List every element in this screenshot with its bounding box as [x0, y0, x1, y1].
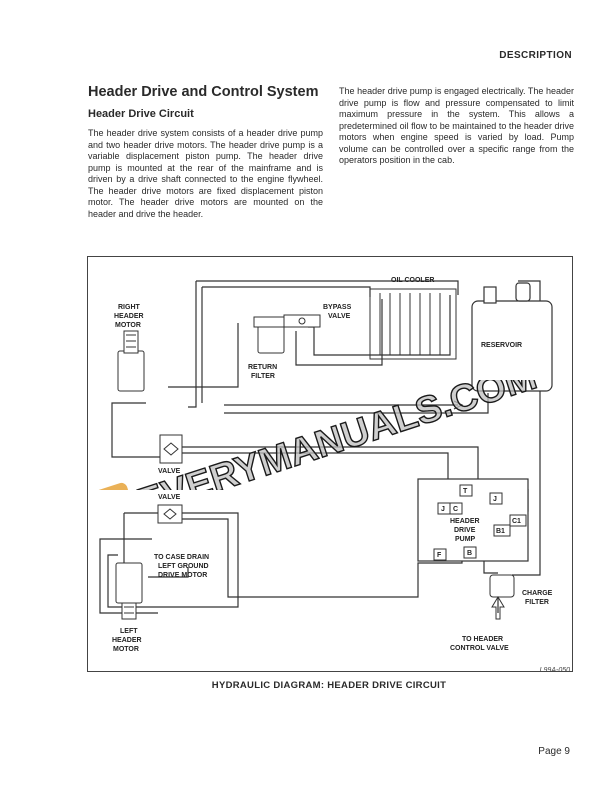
- pump-ports: [433, 484, 527, 561]
- hose-filter-cooler: [295, 299, 383, 366]
- port-t: T: [463, 488, 468, 495]
- hose-left-vertical: [188, 281, 197, 408]
- label-oil-cooler: OIL COOLER: [391, 277, 434, 284]
- label-return-2: FILTER: [251, 373, 275, 380]
- left-header-motor: [115, 562, 143, 620]
- label-pump-2: DRIVE: [454, 527, 476, 534]
- port-c: C: [453, 506, 458, 513]
- figure-ref: L99A-050: [539, 667, 570, 674]
- figure-caption: HYDRAULIC DIAGRAM: HEADER DRIVE CIRCUIT: [211, 680, 447, 691]
- label-left-motor-2: HEADER: [112, 637, 142, 644]
- port-b: B: [467, 550, 472, 557]
- port-b1: B1: [496, 528, 505, 535]
- label-case-drain-3: DRIVE MOTOR: [158, 572, 207, 579]
- oil-cooler: [369, 288, 457, 360]
- hose-valve-pump-2: [180, 446, 479, 493]
- valve-top: [159, 434, 183, 464]
- port-j-left: J: [441, 506, 445, 513]
- port-c1: C1: [512, 518, 521, 525]
- label-left-motor-1: LEFT: [120, 628, 138, 635]
- port-f: F: [437, 552, 442, 559]
- bypass-valve: [283, 314, 321, 328]
- label-to-header-2: CONTROL VALVE: [450, 645, 509, 652]
- hydraulic-diagram-svg: OIL COOLER RIGHT HEADER MOTOR BYPASS VAL…: [99, 277, 553, 653]
- page-number: Page 9: [538, 746, 570, 757]
- label-left-motor-3: MOTOR: [113, 646, 139, 653]
- hose-right-motor-valve: [111, 402, 168, 458]
- hose-valve2-loop: [107, 512, 239, 608]
- return-filter: [253, 316, 289, 354]
- section-label: DESCRIPTION: [499, 50, 572, 61]
- section-subtitle: Header Drive Circuit: [88, 108, 194, 120]
- valve-mid: [157, 504, 183, 524]
- hose-filter-valve: [168, 323, 239, 388]
- label-valve-mid: VALVE: [158, 494, 181, 501]
- label-charge-1: CHARGE: [522, 590, 553, 597]
- label-case-drain-2: LEFT GROUND: [158, 563, 209, 570]
- label-bypass-1: BYPASS: [323, 304, 352, 311]
- hose-reservoir-feed: [224, 393, 489, 414]
- hose-cooler-feed: [202, 286, 371, 297]
- paragraph-2: The header drive pump is engaged electri…: [339, 86, 574, 165]
- hose-left-motor-pump: [180, 518, 463, 598]
- label-right-motor-3: MOTOR: [115, 322, 141, 329]
- hose-reservoir-return: [224, 400, 464, 410]
- label-right-motor-1: RIGHT: [118, 304, 141, 311]
- label-pump-3: PUMP: [455, 536, 476, 543]
- hose-valve-pump-1: [180, 452, 449, 487]
- hose-case-drain: [148, 567, 189, 578]
- label-bypass-2: VALVE: [328, 313, 351, 320]
- label-return-1: RETURN: [248, 364, 277, 371]
- label-pump-1: HEADER: [450, 518, 480, 525]
- hydraulic-diagram: OIL COOLER RIGHT HEADER MOTOR BYPASS VAL…: [87, 256, 573, 672]
- label-charge-2: FILTER: [525, 599, 549, 606]
- label-case-drain-1: TO CASE DRAIN: [154, 554, 209, 561]
- label-reservoir: RESERVOIR: [481, 342, 522, 349]
- reservoir: [471, 282, 553, 392]
- label-right-motor-2: HEADER: [114, 313, 144, 320]
- label-valve-top: VALVE: [158, 468, 181, 475]
- right-header-motor: [117, 330, 145, 392]
- control-valve-arrow: [491, 596, 505, 620]
- label-to-header-1: TO HEADER: [462, 636, 503, 643]
- right-column: The header drive pump is engaged electri…: [339, 84, 574, 167]
- paragraph-1: The header drive system consists of a he…: [88, 128, 323, 219]
- hose-reservoir-charge: [512, 280, 541, 576]
- port-j-right: J: [493, 496, 497, 503]
- left-column: Header Drive and Control System Header D…: [88, 84, 323, 220]
- charge-filter: [489, 574, 515, 598]
- hose-top: [196, 280, 459, 295]
- page-title: Header Drive and Control System: [88, 84, 319, 100]
